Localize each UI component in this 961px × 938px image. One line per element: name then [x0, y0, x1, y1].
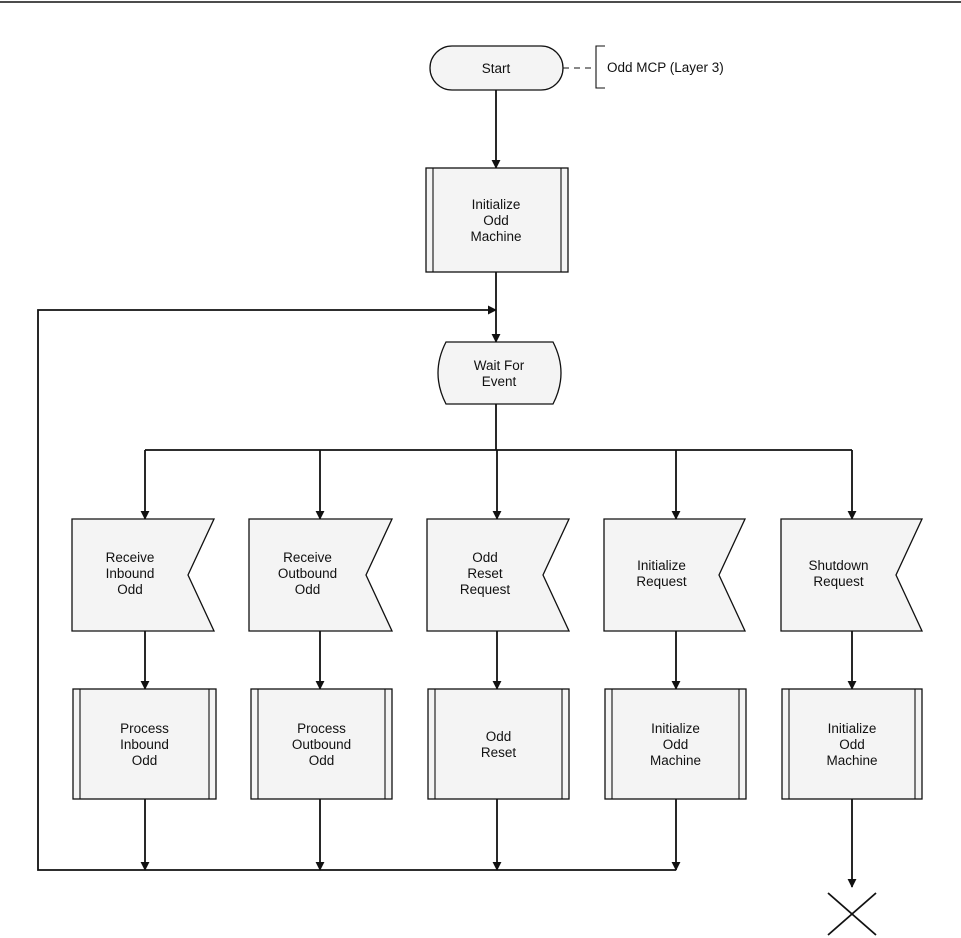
process-label-line: Odd — [663, 737, 689, 752]
annotation-bracket — [595, 45, 605, 89]
event-columns: ReceiveInboundOddProcessInboundOddReceiv… — [71, 450, 924, 888]
init-odd-machine-line: Machine — [470, 229, 521, 244]
wait-for-event-shape — [437, 341, 562, 405]
event-label-line: Inbound — [106, 566, 155, 581]
process-box — [250, 688, 393, 800]
process-label-line: Process — [297, 721, 346, 736]
event-label-line: Odd — [472, 550, 498, 565]
event-shape — [603, 518, 747, 632]
process-label-line: Reset — [481, 745, 517, 760]
annotation-text: Odd MCP (Layer 3) — [607, 60, 724, 75]
process-label-line: Process — [120, 721, 169, 736]
event-label-line: Request — [460, 582, 511, 597]
wait-for-event-line: Event — [482, 374, 517, 389]
wait-for-event-line: Wait For — [474, 358, 525, 373]
process-label-line: Odd — [486, 729, 512, 744]
event-label-line: Odd — [117, 582, 143, 597]
event-label-line: Receive — [283, 550, 332, 565]
event-shape — [248, 518, 394, 632]
start-label: Start — [482, 61, 511, 76]
process-label-line: Odd — [839, 737, 865, 752]
event-label-line: Request — [813, 574, 864, 589]
process-box — [604, 688, 747, 800]
process-label-line: Initialize — [828, 721, 877, 736]
init-odd-machine-line: Initialize — [472, 197, 521, 212]
process-label-line: Outbound — [292, 737, 351, 752]
event-shape — [780, 518, 924, 632]
init-odd-machine-line: Odd — [483, 213, 509, 228]
init-odd-machine-process — [425, 167, 569, 273]
loop-back-line — [37, 305, 676, 871]
process-label-line: Odd — [309, 753, 335, 768]
event-label-line: Request — [636, 574, 687, 589]
process-label-line: Machine — [826, 753, 877, 768]
process-box — [427, 688, 570, 800]
event-shape — [426, 518, 571, 632]
process-label-line: Initialize — [651, 721, 700, 736]
event-label-line: Shutdown — [808, 558, 868, 573]
event-label-line: Odd — [295, 582, 321, 597]
event-label-line: Receive — [106, 550, 155, 565]
event-label-line: Reset — [467, 566, 503, 581]
process-label-line: Machine — [650, 753, 701, 768]
event-label-line: Outbound — [278, 566, 337, 581]
process-label-line: Inbound — [120, 737, 169, 752]
process-box — [781, 688, 923, 800]
event-label-line: Initialize — [637, 558, 686, 573]
event-shape — [71, 518, 216, 632]
end-x-mark — [827, 892, 877, 936]
process-label-line: Odd — [132, 753, 158, 768]
